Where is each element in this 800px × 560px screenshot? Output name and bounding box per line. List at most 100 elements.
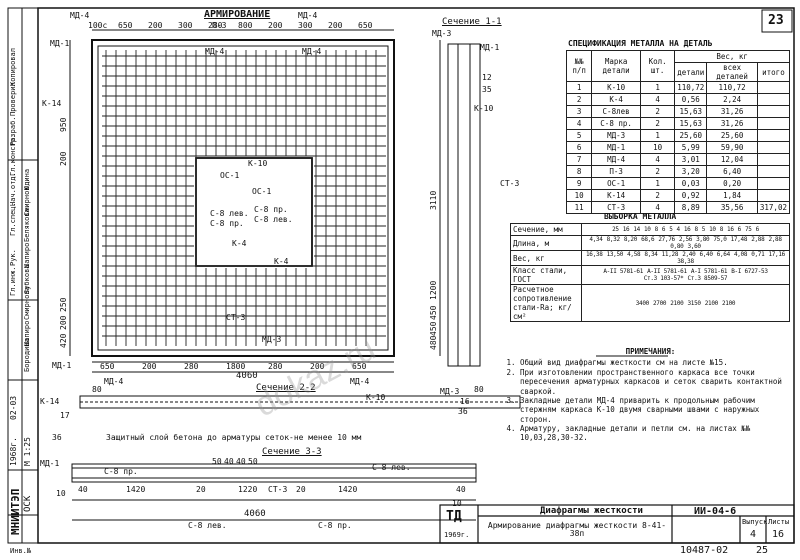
side-person: Зубкова (23, 264, 31, 294)
dim-s33_hole-0: 50 (212, 457, 222, 466)
table-value: 16,38 (586, 251, 603, 258)
dim-misc-2: 12 (482, 73, 492, 82)
table-cell: 31,26 (706, 117, 758, 130)
table-value: А-I 5781-61 (690, 268, 728, 275)
table-value: 2100 (670, 299, 684, 307)
table-cell: 7 (565, 153, 593, 166)
table-cell: 5,99 (674, 141, 708, 154)
spec-header: Вес, кг (674, 50, 790, 63)
table-cell: 1,84 (706, 189, 758, 202)
table-value: 2,88 (751, 236, 765, 243)
table-value: 13,50 (606, 251, 624, 258)
sample-title: ВЫБОРКА МЕТАЛЛА (604, 212, 677, 221)
table-value: 2100 (722, 299, 736, 307)
dim-misc-1: 10 (452, 499, 462, 508)
label-st3-a: СТ-3 (500, 179, 520, 188)
dim-misc-4: 17 (60, 411, 70, 420)
spec-header: Марка детали (591, 50, 642, 82)
dim-s33-1: 1420 (126, 485, 146, 494)
table-cell: К-4 (591, 93, 642, 106)
note-item: Общий вид диафрагмы жесткости см на лист… (520, 358, 793, 367)
table-cell: МД-3 (591, 129, 642, 142)
dim-overall_a: 4060 (236, 371, 258, 381)
note-item: При изготовлении пространственного карка… (520, 368, 793, 396)
table-value: 38,38 (677, 258, 694, 265)
dim-left-2: 250 (59, 297, 68, 312)
table-value: 3,60 (687, 243, 702, 250)
table-value: 4,08 (733, 251, 748, 258)
label-md3-a: МД-3 (432, 29, 452, 38)
dim-top-2: 200 (148, 21, 163, 30)
dim-s33-3: 1220 (238, 485, 258, 494)
reinforcement-title: АРМИРОВАНИЕ (204, 9, 271, 20)
dim-top-8: 200 (328, 21, 343, 30)
table-value: 4,58 (627, 251, 641, 258)
label-md4-d: МД-4 (205, 47, 225, 56)
table-cell: 6 (565, 141, 593, 154)
dim-s33-6: 40 (456, 485, 466, 494)
dim-top-6: 200 (268, 21, 283, 30)
side-num: 02-03 (9, 395, 18, 420)
side-role: Гл.спец. (9, 202, 17, 236)
label-md1-a: МД-1 (50, 39, 70, 48)
label-md1-c: МД-1 (52, 361, 72, 370)
table-value: 2,88 (768, 236, 782, 243)
side-person: Шапиро (23, 242, 31, 268)
dim-right-0: 3110 (429, 190, 438, 210)
table-value: 8,34 (644, 251, 658, 258)
table-cell: 8 (565, 165, 593, 178)
dim-bottom-3: 1800 (226, 362, 246, 371)
dim-bottom-1: 200 (142, 362, 157, 371)
dim-s33-2: 20 (196, 485, 206, 494)
table-value: 8 (719, 226, 724, 233)
dim-right-1: 1200 (429, 280, 438, 300)
table-cell: 6,40 (706, 165, 758, 178)
table-cell (756, 141, 791, 154)
table-cell: 2 (640, 189, 676, 202)
table-value: 0,71 (751, 251, 765, 258)
table-cell: 4 (640, 201, 676, 214)
label-md3-c: МД-3 (440, 387, 460, 396)
dim-s33-5: 1420 (338, 485, 358, 494)
label-oc1-b: ОС-1 (252, 187, 272, 196)
table-cell: ОС-1 (591, 177, 642, 190)
table-cell: 1 (565, 81, 593, 94)
dim-misc-6: 35 (482, 85, 492, 94)
side-person: Шапиро (23, 320, 31, 346)
table-value: 17,48 (730, 236, 748, 243)
table-cell: Расчетное сопротивление стали-Ra; кг/см² (510, 284, 582, 322)
table-cell: 0,03 (674, 177, 708, 190)
dim-right-2: 450 (429, 305, 438, 320)
table-cell (756, 117, 791, 130)
dim-misc-7: 36 (458, 407, 468, 416)
dim-left-0: 950 (59, 117, 68, 132)
label-p3: П-3 (212, 21, 227, 30)
side-scale: М 1:25 (23, 437, 32, 466)
table-cell: 10 (640, 141, 676, 154)
table-value: 3400 (635, 299, 650, 307)
table-cell: 2 (640, 117, 676, 130)
label-k14-b: К-14 (40, 397, 60, 406)
table-value: 8,32 (606, 236, 621, 243)
table-value: А-II 5781-61 (603, 268, 644, 275)
stamp-issue: 4 (750, 529, 757, 540)
table-value: 3,80 (696, 236, 710, 243)
dim-top-3: 300 (178, 21, 193, 30)
table-cell: 1 (640, 81, 676, 94)
table-value: 10 (643, 226, 651, 233)
table-value: 2700 (653, 299, 667, 307)
table-cell: К-14 (591, 189, 642, 202)
table-cell (756, 129, 791, 142)
table-cell: 4 (640, 93, 676, 106)
label-st3-c: СТ-3 (268, 485, 288, 494)
page-number: 23 (768, 13, 784, 28)
